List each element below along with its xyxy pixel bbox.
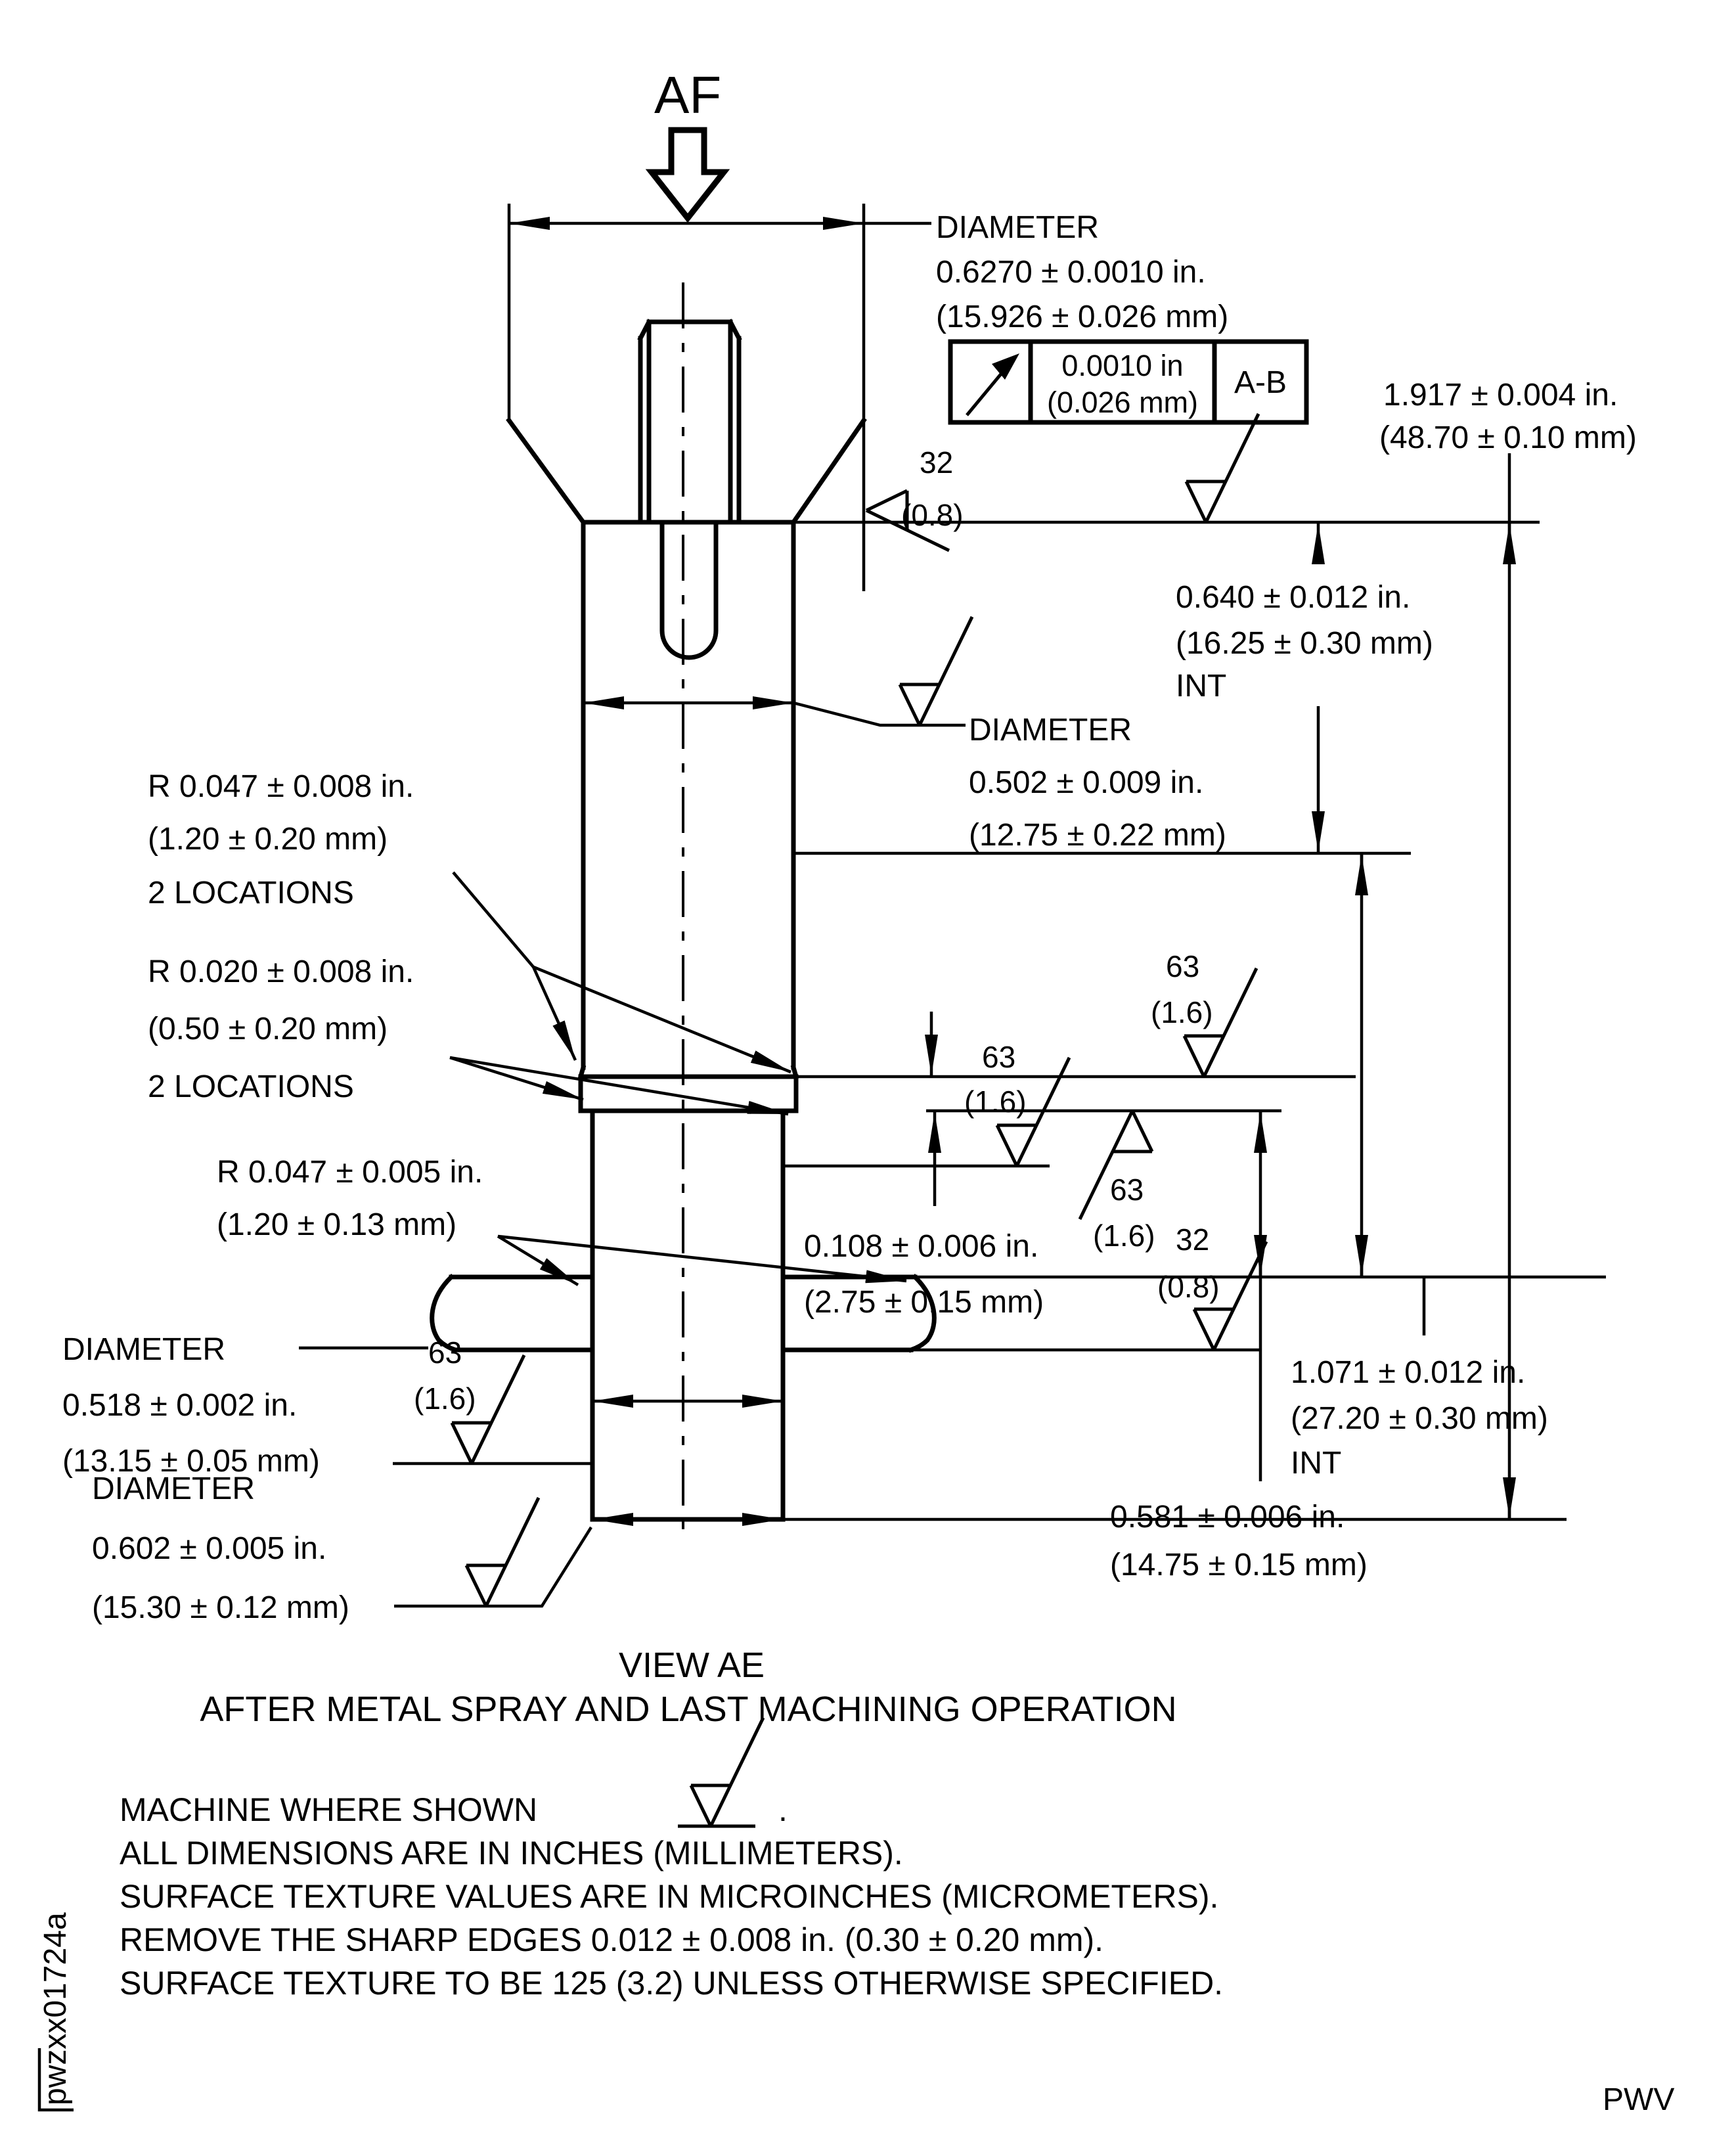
machining-symbol-top-face-icon <box>1184 413 1260 524</box>
dim-1917-in: 1.917 ± 0.004 in. <box>1383 378 1618 413</box>
fcf-border <box>948 339 1309 425</box>
surface-finish-63-lower-left-icon <box>450 1354 526 1465</box>
finish-32-top-value: 32 <box>920 445 953 480</box>
dim-0581-in: 0.581 ± 0.006 in. <box>1110 1500 1345 1534</box>
note-dimensions-units: ALL DIMENSIONS ARE IN INCHES (MILLIMETER… <box>120 1835 903 1871</box>
leader-r020-2 <box>449 1056 789 1116</box>
machining-symbol-0502-icon <box>898 616 974 727</box>
surface-finish-63-inverted-icon <box>1078 1109 1154 1221</box>
finish-32-flange-value: 32 <box>1176 1222 1209 1257</box>
dim-r047a-in: R 0.047 ± 0.008 in. <box>148 769 414 804</box>
dim-1071-mm: (27.20 ± 0.30 mm) <box>1291 1401 1548 1436</box>
note-remove-sharp-edges: REMOVE THE SHARP EDGES 0.012 ± 0.008 in.… <box>120 1921 1103 1958</box>
surface-finish-63-collar-top-icon <box>1182 967 1258 1078</box>
flange-left-edge <box>430 1274 458 1353</box>
dim-dia0602-in: 0.602 ± 0.005 in. <box>92 1531 326 1566</box>
surface-finish-32-side-icon <box>865 489 950 552</box>
note-surface-texture-units: SURFACE TEXTURE VALUES ARE IN MICROINCHE… <box>120 1878 1218 1915</box>
dim-dia0502-in: 0.502 ± 0.009 in. <box>969 765 1203 800</box>
dim-dia0502-mm: (12.75 ± 0.22 mm) <box>969 818 1226 853</box>
doc-code-bracket <box>37 2048 74 2112</box>
fcf-tolerance-mm: (0.026 mm) <box>1047 386 1198 419</box>
stud-chamfers <box>637 319 742 342</box>
finish-63-inv-metric: (1.6) <box>1093 1219 1155 1253</box>
leader-r047b-1 <box>497 1235 579 1286</box>
runout-symbol-arrowhead <box>992 353 1019 380</box>
fcf-datum: A-B <box>1234 365 1287 400</box>
dim-r047a-loc: 2 LOCATIONS <box>148 876 354 910</box>
dim-r020-loc: 2 LOCATIONS <box>148 1069 354 1104</box>
feature-control-frame: 0.0010 in (0.026 mm) A-B <box>948 339 1309 425</box>
dim-0108-in: 0.108 ± 0.006 in. <box>804 1229 1038 1264</box>
thread-relief-bore <box>659 520 719 660</box>
leader-r020-1 <box>449 1056 584 1102</box>
lower-shaft-sides <box>590 1108 786 1522</box>
dim-dia0518-mm: (13.15 ± 0.05 mm) <box>62 1444 320 1479</box>
finish-63-shaft-value: 63 <box>982 1040 1015 1074</box>
dim-dia0602-mm: (15.30 ± 0.12 mm) <box>92 1590 349 1625</box>
finish-63-collar-metric: (1.6) <box>1151 995 1213 1029</box>
dim-1071-int: INT <box>1291 1446 1341 1481</box>
note-machine-period: . <box>778 1791 788 1828</box>
leader-r047a-1 <box>452 871 577 1061</box>
finish-63-shaft-metric: (1.6) <box>964 1085 1027 1119</box>
stud-thread-lines <box>646 321 733 525</box>
view-caption-title: VIEW AE <box>619 1646 765 1685</box>
dim-dia0602-word: DIAMETER <box>92 1471 255 1506</box>
dim-1071-in: 1.071 ± 0.012 in. <box>1291 1355 1525 1390</box>
dim-0108-mm: (2.75 ± 0.15 mm) <box>804 1285 1044 1320</box>
finish-63-ll-metric: (1.6) <box>414 1381 476 1416</box>
collar <box>578 1074 799 1113</box>
view-caption-subtitle: AFTER METAL SPRAY AND LAST MACHINING OPE… <box>200 1690 1176 1729</box>
dim-dia0627-word: DIAMETER <box>936 210 1099 245</box>
surface-finish-32-flange-icon <box>1192 1240 1268 1351</box>
dim-r020-in: R 0.020 ± 0.008 in. <box>148 954 414 989</box>
note-default-surface-texture: SURFACE TEXTURE TO BE 125 (3.2) UNLESS O… <box>120 1965 1223 2002</box>
finish-32-top-metric: (0.8) <box>901 498 964 532</box>
leader-dia-0502 <box>793 701 966 727</box>
finish-32-flange-metric: (0.8) <box>1157 1270 1220 1304</box>
stud-outer-sides <box>638 336 742 525</box>
dim-dia0627-in: 0.6270 ± 0.0010 in. <box>936 255 1206 290</box>
dim-dia0627-mm: (15.926 ± 0.026 mm) <box>936 300 1228 334</box>
dimension-lines <box>299 217 1516 1608</box>
dimension-labels: DIAMETER 0.6270 ± 0.0010 in. (15.926 ± 0… <box>62 210 1637 1625</box>
doc-code: pwzxx01724a <box>38 1912 73 2105</box>
dim-dia0518-in: 0.518 ± 0.002 in. <box>62 1388 297 1423</box>
flange-right-edge <box>908 1274 937 1353</box>
dim-r047b-mm: (1.20 ± 0.13 mm) <box>217 1207 456 1242</box>
dim-dia0518-word: DIAMETER <box>62 1332 225 1367</box>
dim-r047a-mm: (1.20 ± 0.20 mm) <box>148 822 388 857</box>
spray-chamfer-edges <box>506 417 867 526</box>
fcf-tolerance-in: 0.0010 in <box>1061 349 1183 382</box>
surface-finish-symbols <box>450 413 1268 1607</box>
finish-63-inv-value: 63 <box>1110 1173 1144 1207</box>
dim-0640-mm: (16.25 ± 0.30 mm) <box>1176 626 1433 661</box>
finish-63-ll-value: 63 <box>428 1335 462 1370</box>
dim-r047b-in: R 0.047 ± 0.005 in. <box>217 1155 483 1190</box>
view-arrow-label: AF <box>654 66 721 124</box>
note-machine-where-shown: MACHINE WHERE SHOWN <box>120 1791 537 1828</box>
notes-block: MACHINE WHERE SHOWN . ALL DIMENSIONS ARE… <box>120 1716 1223 2002</box>
extension-lines <box>393 204 1606 1521</box>
leader-r047a-2 <box>533 965 791 1074</box>
dim-0640-int: INT <box>1176 669 1226 704</box>
surface-finish-63-shaft-icon <box>995 1056 1071 1167</box>
body-sides <box>581 520 796 1070</box>
leader-r047b-2 <box>497 1234 907 1284</box>
dim-r020-mm: (0.50 ± 0.20 mm) <box>148 1012 388 1046</box>
machining-symbol-0602-icon <box>464 1496 541 1607</box>
dim-0581-mm: (14.75 ± 0.15 mm) <box>1110 1548 1368 1582</box>
machining-symbol-note-icon <box>678 1716 765 1828</box>
part-outline <box>430 319 937 1522</box>
view-direction-arrow-icon <box>645 127 730 223</box>
finish-63-collar-value: 63 <box>1166 949 1199 983</box>
dim-dia0502-word: DIAMETER <box>969 713 1132 748</box>
leader-dia-0602 <box>394 1526 592 1608</box>
dim-0640-in: 0.640 ± 0.012 in. <box>1176 580 1410 615</box>
dim-1917-mm: (48.70 ± 0.10 mm) <box>1379 420 1637 455</box>
page-code: PWV <box>1603 2082 1674 2117</box>
